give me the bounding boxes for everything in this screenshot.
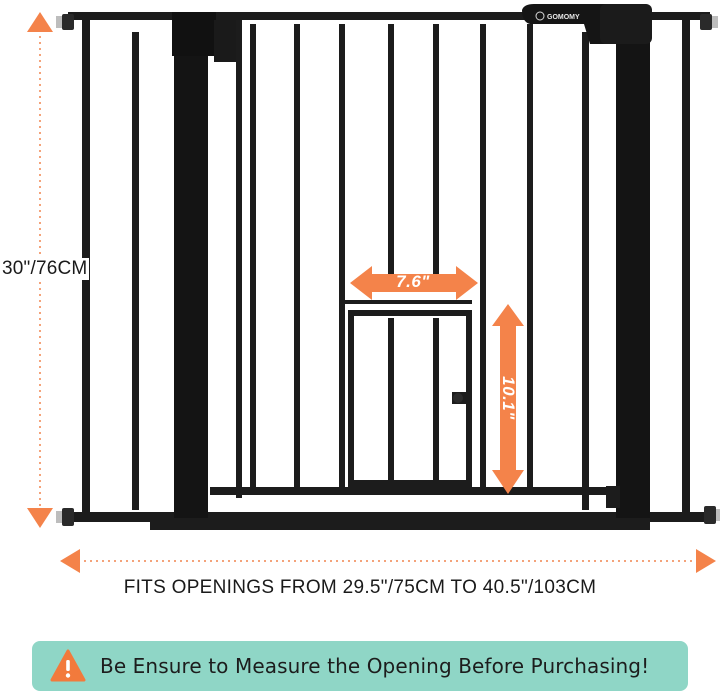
- width-arrow-right: [696, 549, 716, 573]
- pressure-knob-top-left: [56, 14, 74, 30]
- width-arrow-left: [60, 549, 80, 573]
- pressure-knob-bottom-left: [56, 508, 74, 526]
- pressure-knob-bottom-right: [704, 506, 720, 524]
- warning-icon: [50, 649, 86, 682]
- door-height-label: 10.1": [499, 376, 518, 420]
- gate-bar: [527, 24, 533, 490]
- height-arrow-up: [27, 12, 53, 32]
- gate-bar: [433, 24, 439, 274]
- gate-bar: [294, 24, 300, 490]
- gate-bar: [582, 32, 589, 510]
- pressure-knob-top-right: [700, 14, 718, 30]
- latch-post: [616, 30, 650, 518]
- gate-bar: [388, 24, 394, 274]
- notice-text: Be Ensure to Measure the Opening Before …: [100, 654, 650, 678]
- gate-bar: [132, 32, 139, 510]
- bottom-base: [150, 519, 650, 530]
- pet-door: [344, 300, 472, 488]
- height-arrow-down: [27, 508, 53, 528]
- hinge-clip: [214, 20, 240, 62]
- bottom-rail: [68, 512, 710, 522]
- notice-bar: Be Ensure to Measure the Opening Before …: [32, 641, 688, 691]
- pet-door-latch: [452, 392, 468, 404]
- door-width-label: 7.6": [396, 272, 430, 291]
- gate-bar: [250, 24, 256, 490]
- frame-bar-right: [682, 20, 690, 514]
- door-stop: [606, 486, 620, 508]
- gate-bar: [480, 24, 486, 490]
- door-frame-left: [236, 20, 242, 498]
- brand-logo-text: GOMOMY: [547, 14, 580, 21]
- gate-handle: GOMOMY: [522, 4, 652, 44]
- hinge-post: [174, 40, 208, 518]
- hinge-block: [172, 12, 216, 56]
- door-bottom-rail: [210, 487, 620, 495]
- door-height-arrow: [492, 304, 524, 494]
- gate-bar: [339, 24, 345, 490]
- top-rail: [68, 12, 710, 20]
- door-width-arrow: [350, 266, 478, 300]
- height-label: 30"/76CM: [0, 258, 90, 280]
- width-range-label: FITS OPENINGS FROM 29.5"/75CM TO 40.5"/1…: [123, 577, 597, 598]
